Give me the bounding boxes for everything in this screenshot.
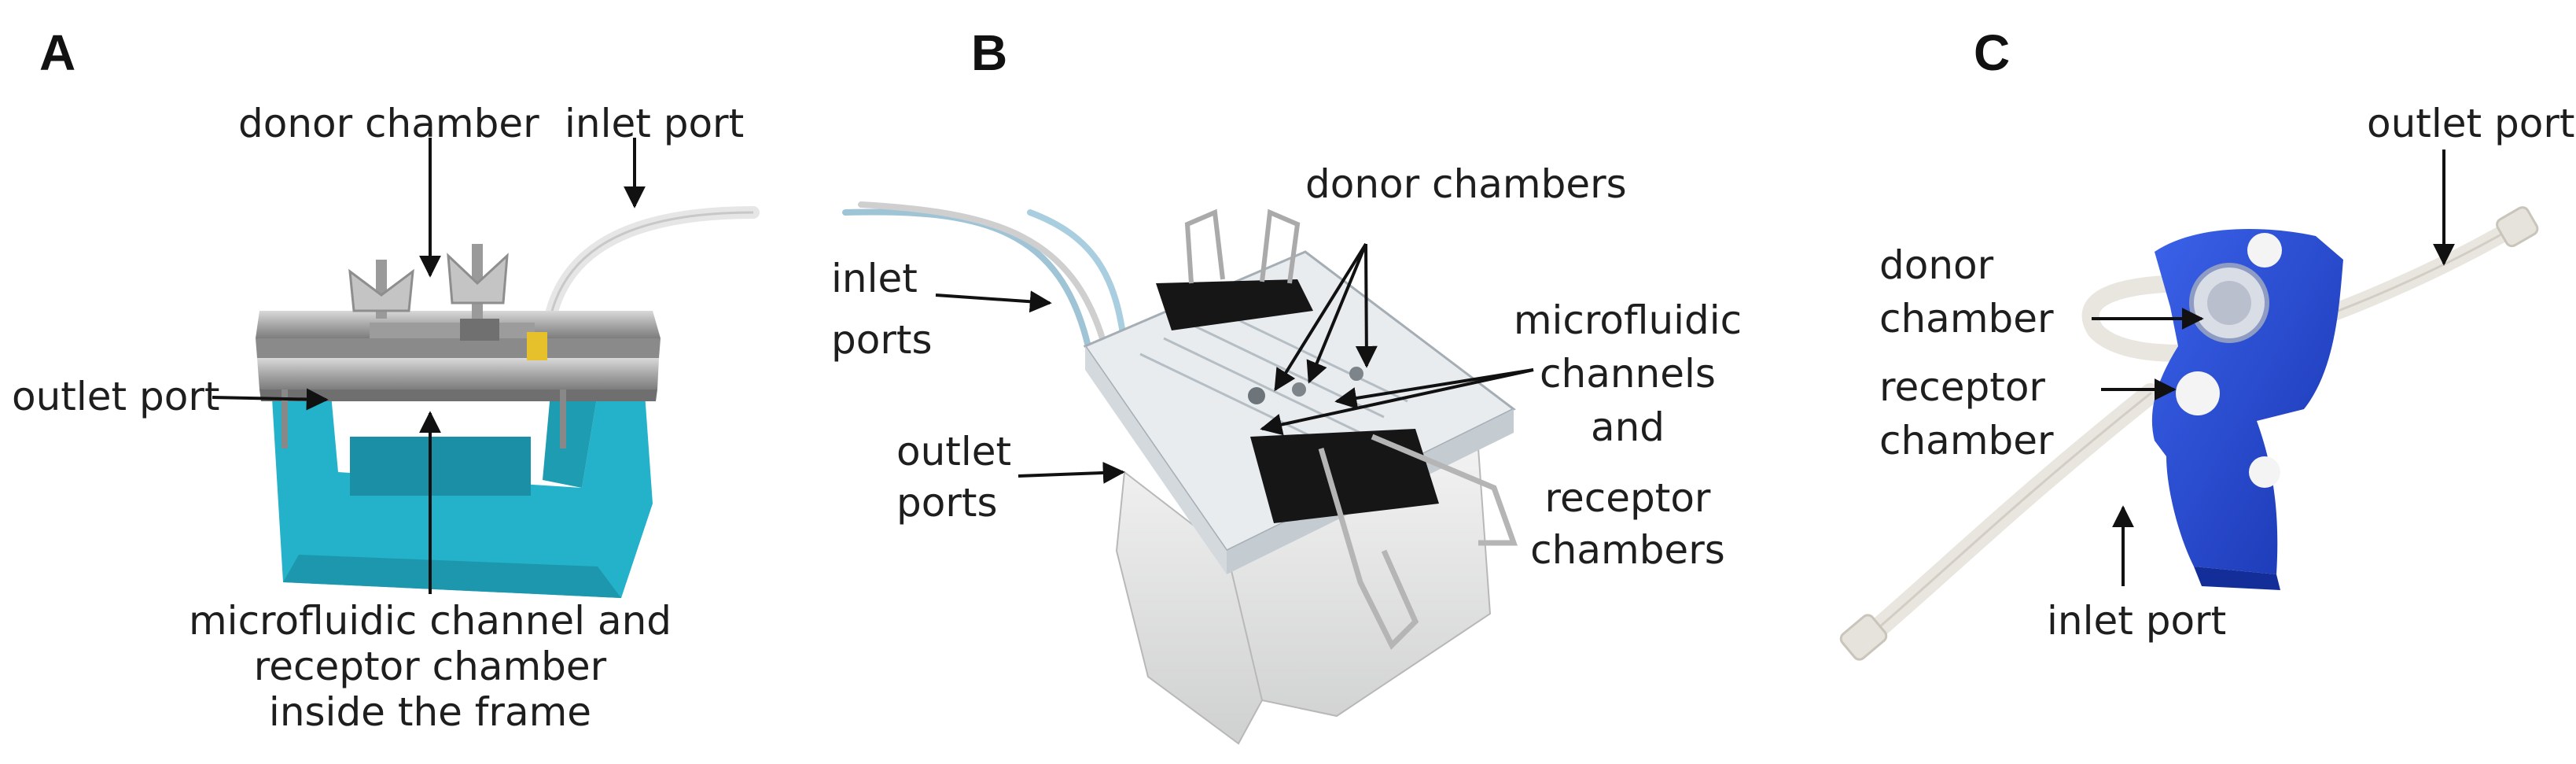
panel-b-inlet-label-line-1: inlet bbox=[831, 256, 918, 301]
panel-a-inlet-port-label: inlet port bbox=[565, 101, 745, 146]
panel-a-plates bbox=[256, 311, 661, 448]
panel-b-inlet-label-line-2: ports bbox=[831, 317, 933, 363]
panel-a-outlet-port-label: outlet port bbox=[12, 374, 220, 419]
panel-b-outlet-label-line-2: ports bbox=[896, 480, 998, 526]
panel-a-arrows bbox=[212, 138, 646, 594]
panel-b-donor-chambers-label: donor chambers bbox=[1305, 161, 1627, 207]
panel-a-bottom-label-line-1: microfluidic channel and bbox=[188, 598, 672, 644]
panel-a-letter: A bbox=[39, 24, 76, 81]
panel-b-letter: B bbox=[971, 24, 1008, 81]
panel-b-binder-clip-front bbox=[1250, 429, 1518, 650]
panel-a-wing-nuts bbox=[348, 244, 509, 319]
panel-c-letter: C bbox=[1974, 24, 2011, 81]
panel-c-receptor-label-line-2: chamber bbox=[1879, 418, 2054, 463]
panel-b-device bbox=[842, 201, 1518, 745]
panel-a-frame bbox=[271, 386, 653, 598]
panel-b-outlet-label-line-1: outlet bbox=[896, 429, 1012, 474]
panel-a-device bbox=[256, 206, 760, 598]
panel-c-inlet-port-label: inlet port bbox=[2047, 598, 2227, 644]
panel-c-outlet-port-label: outlet port bbox=[2367, 101, 2575, 146]
panel-c-donor-label-line-2: chamber bbox=[1879, 296, 2054, 341]
panel-b-micro-label-line-1: microfluidic bbox=[1513, 297, 1742, 343]
panel-b-micro-label-line-2: channels bbox=[1540, 351, 1716, 397]
panel-c-outlet-connector bbox=[2496, 206, 2539, 248]
panel-b-inlet-tubes bbox=[842, 201, 1128, 353]
panel-b-micro-label-line-4: receptor bbox=[1544, 475, 1711, 521]
panel-a-bottom-label-line-3: inside the frame bbox=[268, 689, 592, 735]
panel-c-inlet-connector bbox=[1839, 614, 1888, 661]
panel-b-arrows bbox=[935, 242, 1534, 484]
panel-c-blue-body bbox=[2151, 229, 2343, 590]
panel-c-donor-label-line-1: donor bbox=[1879, 242, 1994, 288]
panel-b-micro-label-line-5: chambers bbox=[1530, 527, 1725, 573]
panel-a-bottom-label-line-2: receptor chamber bbox=[253, 644, 607, 689]
panel-c-arrows bbox=[2092, 149, 2455, 586]
panel-b-binder-clip-back bbox=[1156, 209, 1313, 330]
panel-a-donor-chamber-label: donor chamber bbox=[238, 101, 539, 146]
panel-c-receptor-label-line-1: receptor bbox=[1879, 364, 2045, 410]
panel-b-micro-label-line-3: and bbox=[1590, 404, 1665, 450]
